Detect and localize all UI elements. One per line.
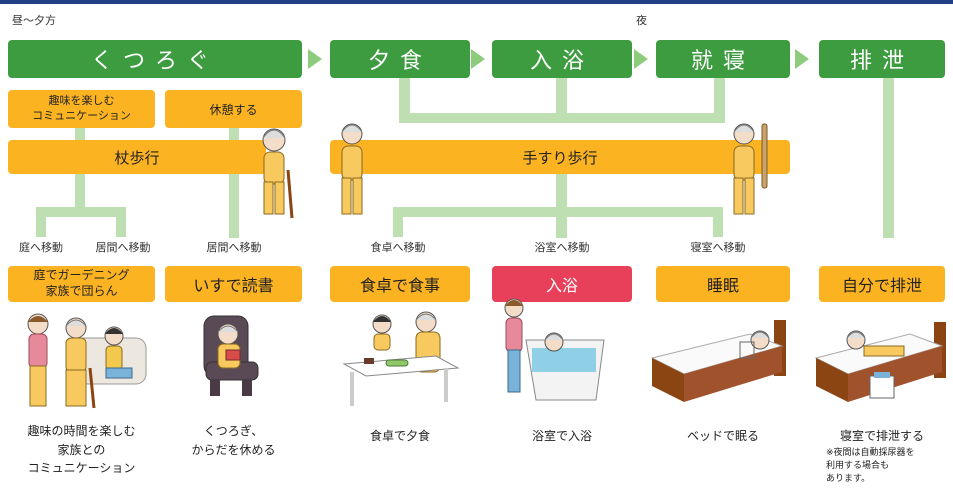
- caption-bath: 浴室で入浴: [531, 429, 592, 443]
- connector: [36, 207, 126, 217]
- dining-table-illustration: [342, 311, 460, 406]
- activity-garden: 庭でガーデニング 家族で団らん: [8, 266, 155, 302]
- walk-handrail-bar: 手すり歩行: [330, 140, 790, 174]
- header-excretion: 排泄: [819, 40, 945, 78]
- activity-bathing: 入浴: [492, 266, 632, 302]
- header-relax: くつろぐ: [8, 40, 302, 78]
- move-label-living-1: 居間へ移動: [95, 241, 151, 254]
- header-sleep: 就寝: [656, 40, 790, 78]
- connector: [75, 174, 85, 209]
- connector: [75, 128, 85, 140]
- arrow-right-icon: [308, 49, 322, 69]
- move-label-garden: 庭へ移動: [19, 241, 63, 254]
- connector: [714, 78, 725, 123]
- activity-hobby: 趣味を楽しむ コミュニケーション: [8, 90, 155, 128]
- activity-reading: いすで読書: [165, 266, 302, 302]
- header-dinner: 夕食: [330, 40, 470, 78]
- caption-hobby: 趣味の時間を楽しむ 家族との コミュニケーション: [27, 424, 136, 476]
- bed-illustration: [650, 320, 786, 402]
- reading-chair-illustration: [203, 315, 259, 396]
- activity-toileting: 自分で排泄: [819, 266, 945, 302]
- arrow-right-icon: [795, 49, 809, 69]
- connector: [393, 207, 403, 237]
- move-label-living-2: 居間へ移動: [206, 241, 262, 254]
- family-living-room-illustration: [27, 313, 147, 409]
- caption-dinner: 食卓で夕食: [369, 429, 430, 443]
- connector: [36, 207, 46, 237]
- connector: [883, 78, 894, 238]
- connector: [713, 207, 723, 237]
- activity-dining: 食卓で食事: [330, 266, 470, 302]
- connector: [399, 113, 725, 123]
- move-label-bedroom: 寝室へ移動: [690, 241, 746, 254]
- period-label-night: 夜: [636, 14, 647, 27]
- elderly-walking-cane-illustration: [262, 128, 294, 219]
- header-bath: 入浴: [492, 40, 632, 78]
- top-border: [0, 0, 953, 4]
- move-label-bathroom: 浴室へ移動: [534, 241, 590, 254]
- arrow-right-icon: [634, 49, 648, 69]
- caption-excretion: 寝室で排泄する: [839, 429, 924, 443]
- caption-sleep: ベッドで眠る: [686, 429, 759, 443]
- elderly-handrail-left-illustration: [341, 123, 363, 215]
- connector: [556, 78, 567, 123]
- night-note: ※夜間は自動採尿器を 利用する場合も あります。: [826, 448, 915, 485]
- connector: [556, 174, 567, 238]
- activity-rest: 休憩する: [165, 90, 302, 128]
- connector: [393, 207, 723, 217]
- activity-sleeping: 睡眠: [656, 266, 790, 302]
- connector: [399, 78, 410, 123]
- walk-cane-bar: 杖歩行: [8, 140, 266, 174]
- connector: [116, 207, 126, 237]
- caption-rest: くつろぎ、 からだを休める: [191, 424, 276, 458]
- bathing-illustration: [504, 298, 605, 401]
- connector: [229, 128, 239, 238]
- elderly-handrail-right-illustration: [733, 123, 768, 215]
- move-label-dining: 食卓へ移動: [370, 241, 426, 254]
- toilet-bed-illustration: [814, 322, 946, 402]
- arrow-right-icon: [471, 49, 485, 69]
- period-label-day: 昼〜夕方: [12, 14, 56, 27]
